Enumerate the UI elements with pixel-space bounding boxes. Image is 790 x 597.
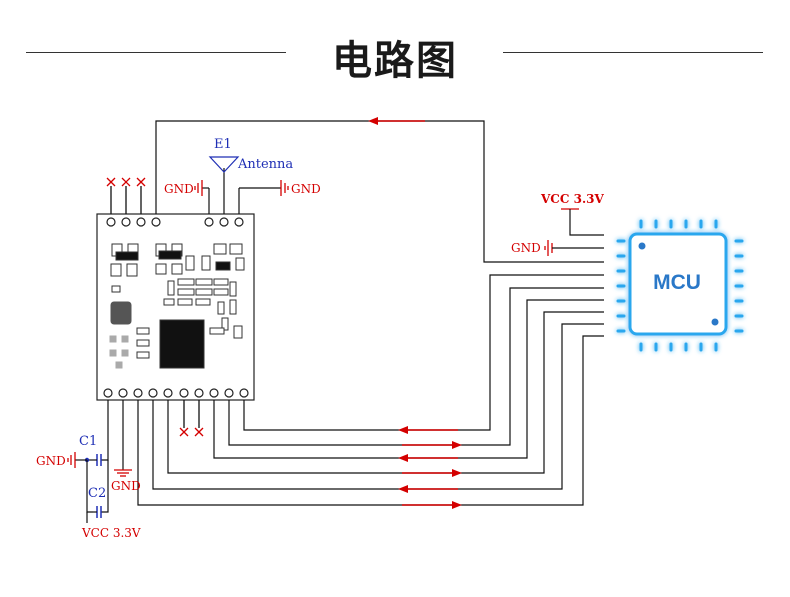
- top-signal-wire: [155, 117, 604, 263]
- e1-label: E1: [214, 137, 232, 152]
- vcc-mcu-label: VCC 3.3V: [540, 192, 604, 206]
- nc-markers-top: [106, 177, 146, 214]
- gnd-top-right: GND: [238, 180, 321, 214]
- title-bar: 电路图: [0, 0, 790, 100]
- antenna-symbol: E1 Antenna: [208, 137, 293, 214]
- gnd-bottom-label: GND: [111, 479, 141, 493]
- rf-module: [96, 213, 255, 401]
- c1-label: C1: [79, 434, 97, 449]
- page-title: 电路图: [332, 38, 458, 84]
- module-bottom-pins: [103, 388, 249, 398]
- gnd-top-right-label: GND: [291, 182, 321, 196]
- module-components: [109, 243, 245, 369]
- mcu-power: VCC 3.3V GND: [511, 192, 604, 256]
- capacitor-network: GND C1 GND C2 VCC 3.3V: [36, 400, 141, 540]
- gnd-mcu-label: GND: [511, 241, 541, 255]
- c2-label: C2: [88, 486, 106, 501]
- gnd-cap-label: GND: [36, 454, 66, 468]
- nc-markers-bottom: [179, 400, 204, 437]
- mcu-chip: MCU: [616, 219, 744, 352]
- title-rule-left: [26, 52, 286, 53]
- signal-arrows: [398, 426, 462, 509]
- title-rule-right: [503, 52, 763, 53]
- antenna-label: Antenna: [237, 157, 293, 172]
- gnd-top-left: GND: [164, 180, 210, 214]
- gnd-top-left-label: GND: [164, 182, 194, 196]
- bottom-signal-wires: [137, 274, 604, 506]
- mcu-label: MCU: [653, 271, 701, 294]
- vcc-bottom-label: VCC 3.3V: [81, 526, 141, 540]
- module-top-pins: [106, 217, 244, 227]
